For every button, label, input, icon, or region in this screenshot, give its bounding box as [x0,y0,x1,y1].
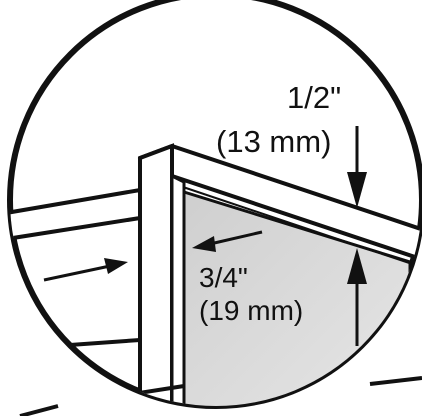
side-fraction-label: 3/4" [199,262,248,293]
side-gap-arrow [347,248,367,346]
side-depth-arrow [43,258,128,282]
floor-line-outside-left [19,404,59,416]
bottom-dimension-arrow [335,390,392,406]
side-metric-label: (19 mm) [199,295,303,326]
inner-depth-arrow [192,230,263,252]
top-metric-label: (13 mm) [216,124,331,159]
side-frame-post [138,143,186,406]
floor-line-outside-right [369,376,422,386]
top-fraction-label: 1/2" [287,80,341,115]
top-gap-arrow [347,126,367,208]
